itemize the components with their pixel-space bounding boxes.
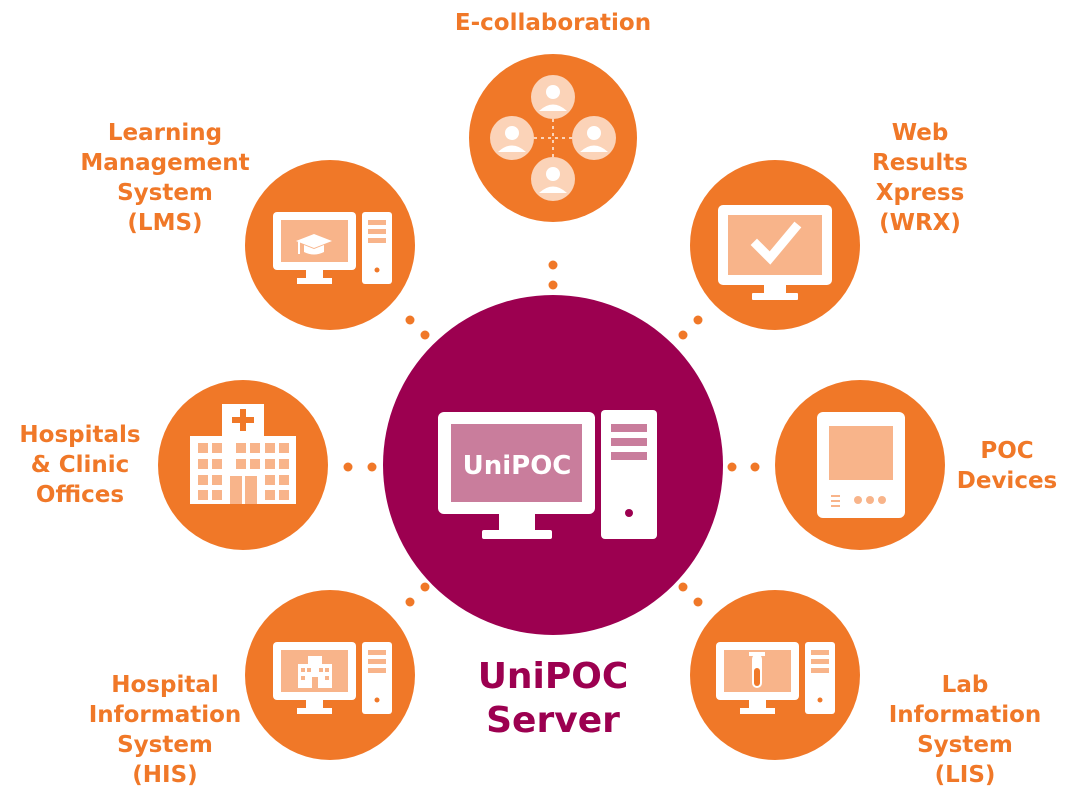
server-screen-label: UniPOC — [463, 451, 572, 481]
label-wrx: Web Results Xpress (WRX) — [855, 118, 985, 238]
label-line: Hospitals — [19, 422, 141, 448]
label-line: Xpress — [875, 180, 965, 206]
label-line: Information — [888, 702, 1042, 728]
node-e-collaboration — [469, 54, 637, 222]
node-wrx — [690, 160, 860, 330]
hub-title-line: Server — [486, 700, 620, 741]
label-hospitals: Hospitals & Clinic Offices — [10, 420, 150, 510]
label-his: Hospital Information System (HIS) — [80, 670, 250, 790]
label-line: (LMS) — [127, 210, 203, 236]
node-lms — [245, 160, 415, 330]
label-lms: Learning Management System (LMS) — [80, 118, 250, 238]
unipoc-server-hub: UniPOC — [383, 295, 723, 635]
poc-device-icon — [817, 412, 905, 518]
label-line: POC — [980, 438, 1034, 464]
node-poc — [775, 380, 945, 550]
label-line: Lab — [941, 672, 989, 698]
checkmark-monitor-icon — [718, 205, 832, 300]
label-line: System — [117, 732, 213, 758]
hospital-building-icon — [190, 404, 296, 504]
label-line: Offices — [35, 482, 125, 508]
people-network-icon — [490, 75, 616, 201]
label-line: E-collaboration — [454, 10, 652, 36]
label-lis: Lab Information System (LIS) — [885, 670, 1045, 790]
label-poc: POC Devices — [952, 436, 1062, 496]
hub-title-line: UniPOC — [477, 656, 629, 697]
label-line: Management — [80, 150, 250, 176]
label-line: Information — [88, 702, 242, 728]
test-tube-computer-icon — [716, 642, 835, 714]
label-line: System — [917, 732, 1013, 758]
connector-dots — [343, 260, 760, 607]
label-line: Devices — [956, 468, 1058, 494]
server-computer-icon — [438, 410, 657, 539]
label-line: Results — [872, 150, 968, 176]
hospital-computer-icon — [273, 642, 392, 714]
label-line: (HIS) — [132, 762, 198, 788]
node-lis — [690, 590, 860, 760]
node-his — [245, 590, 415, 760]
hub-title: UniPOC Server — [453, 655, 653, 743]
node-hospitals — [158, 380, 328, 550]
label-line: Web — [891, 120, 949, 146]
label-line: & Clinic — [30, 452, 130, 478]
label-line: (WRX) — [879, 210, 961, 236]
label-line: Learning — [107, 120, 223, 146]
graduation-computer-icon — [273, 212, 392, 284]
label-line: System — [117, 180, 213, 206]
label-e-collaboration: E-collaboration — [452, 8, 654, 38]
label-line: (LIS) — [934, 762, 996, 788]
label-line: Hospital — [111, 672, 219, 698]
